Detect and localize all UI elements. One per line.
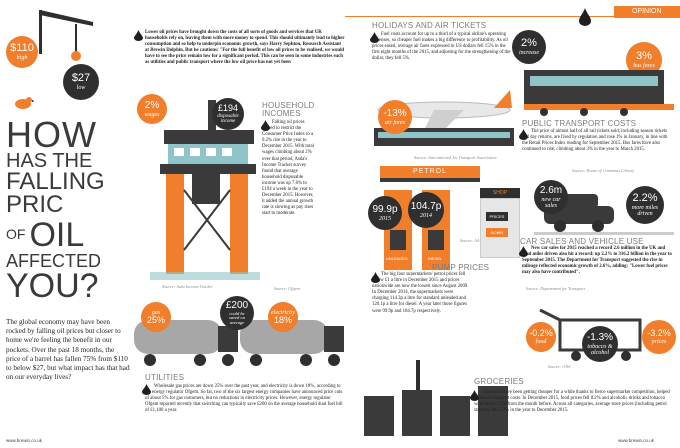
price-2015-badge: 99.9p 2015 — [368, 196, 402, 230]
groceries-source: Source: ONS — [548, 364, 571, 369]
footer-left: www.brewin.co.uk — [6, 438, 43, 443]
intro-paragraph: The global economy may have been rocked … — [6, 318, 130, 382]
holidays-heading: HOLIDAYS AND AIR TICKETS — [372, 21, 487, 30]
headline-line: FALLING — [6, 168, 105, 196]
headline-line: HOW — [6, 114, 97, 155]
header-rule — [345, 16, 615, 17]
pump-source: Source: AA — [460, 238, 480, 243]
oil-derrick-illustration — [39, 10, 93, 61]
food-badge: -0.2% food — [526, 322, 556, 352]
dripping-drops-illustration — [579, 8, 591, 26]
headline-line: PRIC — [6, 190, 64, 218]
holidays-body: Fuel costs account for up to a third of … — [372, 32, 511, 62]
price-2014-badge: 104.7p 2014 — [408, 192, 444, 228]
oil-drop-icon — [261, 120, 270, 131]
tobacco-alcohol-badge: -1.3% tobacco & alcohol — [582, 326, 618, 362]
unleaded-label: UNLEADED — [386, 256, 408, 261]
headline-line: AFFECTED — [6, 251, 102, 272]
headline-line: OF — [6, 226, 26, 243]
bird-icon — [15, 97, 34, 109]
section-tab: OPINION — [614, 6, 680, 18]
car-sales-heading: CAR SALES AND VEHICLE USE — [520, 237, 644, 246]
oil-drop-icon — [142, 384, 151, 395]
gas-badge: gas 25% — [141, 302, 171, 332]
pump-body: The big four supermarkets' petrol prices… — [372, 272, 469, 314]
household-source: Source: Asda Income Tracker — [162, 284, 213, 289]
electricity-badge: electricity 18% — [268, 302, 298, 332]
shop-sign: SHOP — [480, 188, 520, 198]
utilities-source: Source: Ofgem — [274, 286, 300, 291]
car-sales-source: Source: Department for Transport — [526, 286, 585, 291]
plane-illustration — [374, 90, 514, 146]
cars-illustration — [534, 194, 674, 235]
public-transport-source: Source: House of Commons Library — [572, 168, 635, 173]
headline-line: OIL — [29, 215, 85, 254]
car-sales-body: New car sales for 2015 reached a record … — [522, 246, 672, 276]
saved-badge: £200 could be saved on average — [220, 296, 254, 330]
footer-right: www.brewin.co.uk — [618, 438, 655, 443]
utilities-heading: UTILITIES — [145, 373, 185, 382]
train-illustration — [524, 70, 674, 116]
headline: HOW HAS THE FALLING PRIC OF OIL AFFECTED… — [6, 114, 126, 306]
oil-rig-illustration — [150, 100, 260, 280]
price-high-badge: $110 high — [6, 36, 38, 68]
petrol-sign: PETROL — [380, 166, 480, 178]
headline-line: YOU? — [6, 267, 99, 306]
increase-badge: 2% increase — [512, 30, 546, 64]
public-transport-body: The price of almost half of all rail tic… — [522, 129, 668, 153]
miles-driven-badge: 2.2% more miles driven — [626, 186, 664, 224]
petrol-canopy-post — [380, 178, 480, 182]
tanker-trucks-illustration — [134, 320, 344, 366]
pump-heading: PUMP PRICES — [432, 263, 490, 272]
oil-drop-icon — [519, 246, 528, 257]
groceries-body: Groceries have been getting cheaper for … — [474, 390, 670, 414]
car-sales-badge: 2.6m new car sales — [534, 180, 568, 214]
oil-drop-icon — [519, 129, 528, 140]
headline-line: HAS THE — [6, 150, 93, 173]
intro-bold: Lower oil prices have brought down the c… — [145, 30, 345, 66]
air-fares-badge: -13% air fares — [378, 100, 412, 134]
oil-barrels-illustration — [364, 360, 508, 436]
household-body: Falling oil prices helped to restrict th… — [262, 120, 314, 217]
oil-drop-icon — [370, 32, 379, 43]
utilities-body: Wholesale gas prices are down 25% over t… — [145, 384, 343, 414]
diesel-label: DIESEL — [428, 256, 443, 261]
household-heading: HOUSEHOLD INCOMES — [262, 101, 315, 118]
store-prices-badge: -3.2% prices — [642, 320, 676, 354]
oil-drop-icon — [371, 272, 380, 283]
down-sign: DOWN — [486, 228, 508, 237]
oil-drop-icon — [134, 30, 143, 41]
oil-drop-icon — [470, 390, 479, 401]
holidays-source: Source: International Air Transport Asso… — [414, 155, 497, 160]
public-transport-heading: PUBLIC TRANSPORT COSTS — [522, 119, 637, 128]
wages-badge: 2% wages — [137, 94, 167, 124]
disposable-income-badge: £194 disposable income — [212, 98, 244, 130]
prices-sign: PRICES — [486, 212, 508, 221]
groceries-heading: GROCERIES — [474, 377, 524, 386]
price-low-badge: $27 low — [63, 64, 99, 100]
